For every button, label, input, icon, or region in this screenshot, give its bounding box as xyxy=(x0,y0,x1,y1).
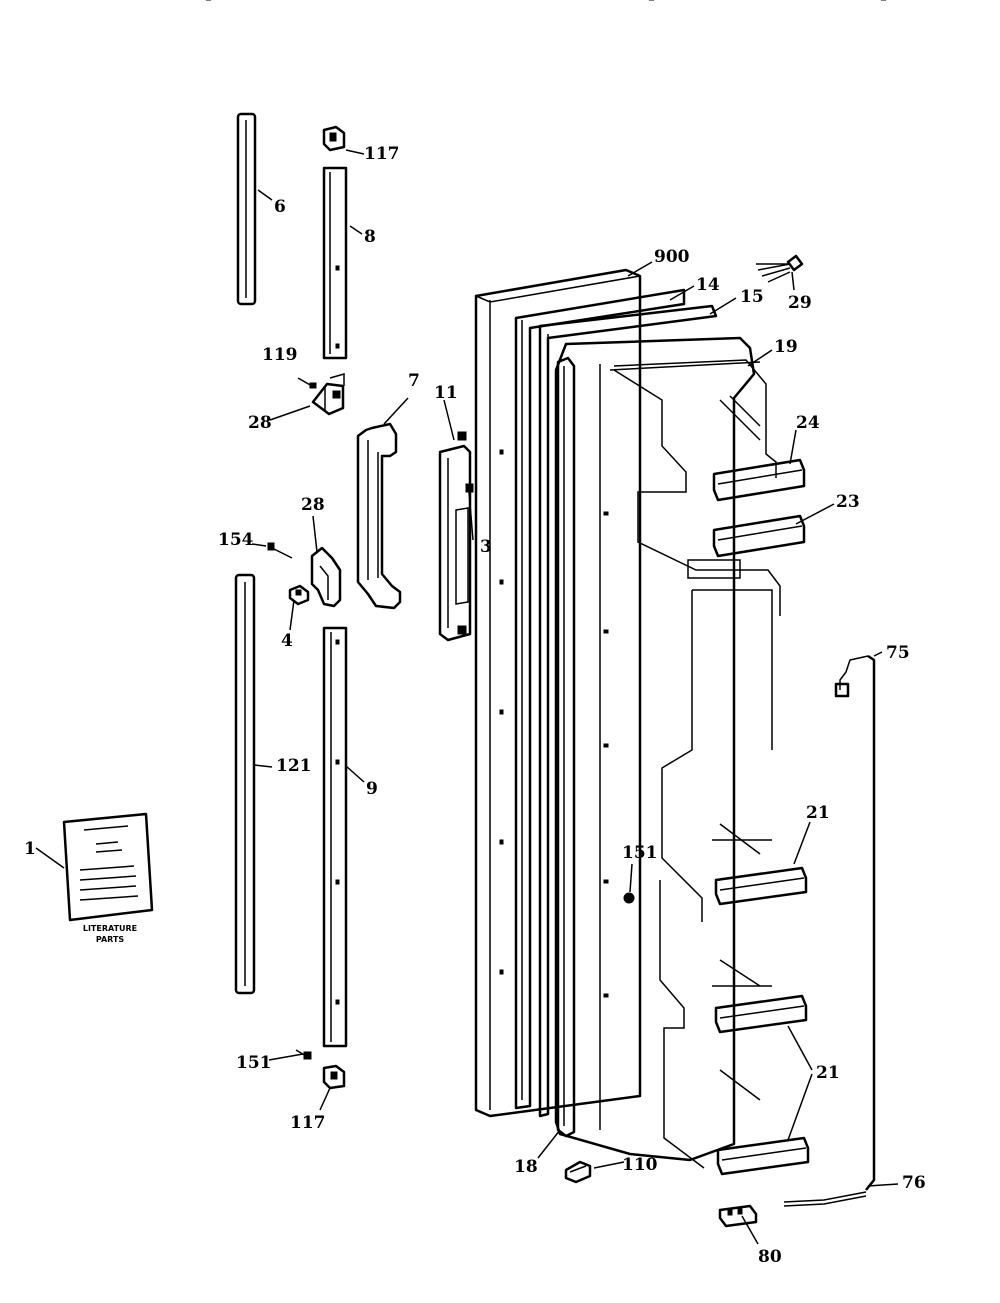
part-117-bottom-cap xyxy=(322,1064,346,1090)
part-label: 29 xyxy=(788,293,812,313)
part-label: 19 xyxy=(774,337,798,357)
part-label: 21 xyxy=(806,803,830,823)
part-21-shelf xyxy=(716,1136,810,1176)
part-label: 110 xyxy=(622,1155,658,1175)
part-19-inner-liner xyxy=(554,336,781,1169)
part-24-shelf xyxy=(712,458,806,502)
part-80-connector xyxy=(718,1204,758,1228)
part-18-strip xyxy=(556,356,576,1138)
part-9-bar xyxy=(322,626,348,1048)
part-labels: 1 3 4 6 7 8 9 11 14 15 18 19 21 21 23 24… xyxy=(24,144,926,1267)
part-label: 11 xyxy=(434,383,458,403)
part-label: 1 xyxy=(24,839,36,859)
part-label: 6 xyxy=(274,197,286,217)
part-label: 18 xyxy=(514,1157,538,1177)
part-label: 15 xyxy=(740,287,764,307)
part-label: 9 xyxy=(366,779,378,799)
header-fragment: - xyxy=(205,0,212,9)
header-fragment: - xyxy=(648,0,655,9)
literature-caption: LITERATURE xyxy=(83,924,137,933)
part-label: 76 xyxy=(902,1173,926,1193)
part-label: 21 xyxy=(816,1063,840,1083)
part-label: 28 xyxy=(248,413,272,433)
part-label: 3 xyxy=(480,537,492,557)
part-154-screw xyxy=(267,542,293,559)
part-label: 24 xyxy=(796,413,820,433)
part-21-shelf xyxy=(714,994,808,1034)
part-110-cap xyxy=(564,1160,592,1184)
part-label: 75 xyxy=(886,643,910,663)
header-fragments: - - - xyxy=(205,0,887,9)
part-29-clips xyxy=(756,254,804,283)
leader-lines xyxy=(35,149,899,1245)
part-label: 14 xyxy=(696,275,720,295)
part-151-screw-lower xyxy=(295,1049,312,1060)
part-28-upper-hinge xyxy=(311,373,345,416)
part-4-bracket xyxy=(288,584,310,606)
part-7-handle xyxy=(356,422,402,610)
part-8-bar xyxy=(322,166,348,360)
literature-caption: PARTS xyxy=(96,935,125,944)
part-119-screw xyxy=(297,377,317,389)
part-label: 8 xyxy=(364,227,376,247)
part-900-door-panel xyxy=(474,268,642,1118)
part-label: 121 xyxy=(276,756,312,776)
part-11-bracket xyxy=(438,431,472,642)
header-fragment: - xyxy=(880,0,887,9)
part-label: 117 xyxy=(364,144,400,164)
part-label: 900 xyxy=(654,247,690,267)
part-23-shelf xyxy=(712,514,806,558)
part-label: 119 xyxy=(262,345,298,365)
part-14-gasket xyxy=(514,288,686,1110)
part-117-top-cap xyxy=(322,125,346,152)
part-1-literature: LITERATURE PARTS xyxy=(62,812,154,944)
part-21-shelf xyxy=(714,866,808,906)
part-15-liner-frame xyxy=(538,304,718,1118)
part-6-trim-strip xyxy=(236,112,257,306)
part-28-lower-hinge xyxy=(310,546,342,608)
part-label: 4 xyxy=(281,631,293,651)
part-121-trim-strip xyxy=(234,573,256,995)
part-151-screw-liner xyxy=(623,892,635,904)
part-label: 23 xyxy=(836,492,860,512)
part-label: 117 xyxy=(290,1113,326,1133)
part-label: 151 xyxy=(622,843,658,863)
part-76-wire xyxy=(783,1191,867,1207)
part-label: 151 xyxy=(236,1053,272,1073)
part-3-plug xyxy=(465,483,474,493)
part-label: 154 xyxy=(218,530,254,550)
part-75-harness xyxy=(834,654,876,1191)
part-label: 80 xyxy=(758,1247,782,1267)
part-label: 28 xyxy=(301,495,325,515)
part-label: 7 xyxy=(408,371,420,391)
